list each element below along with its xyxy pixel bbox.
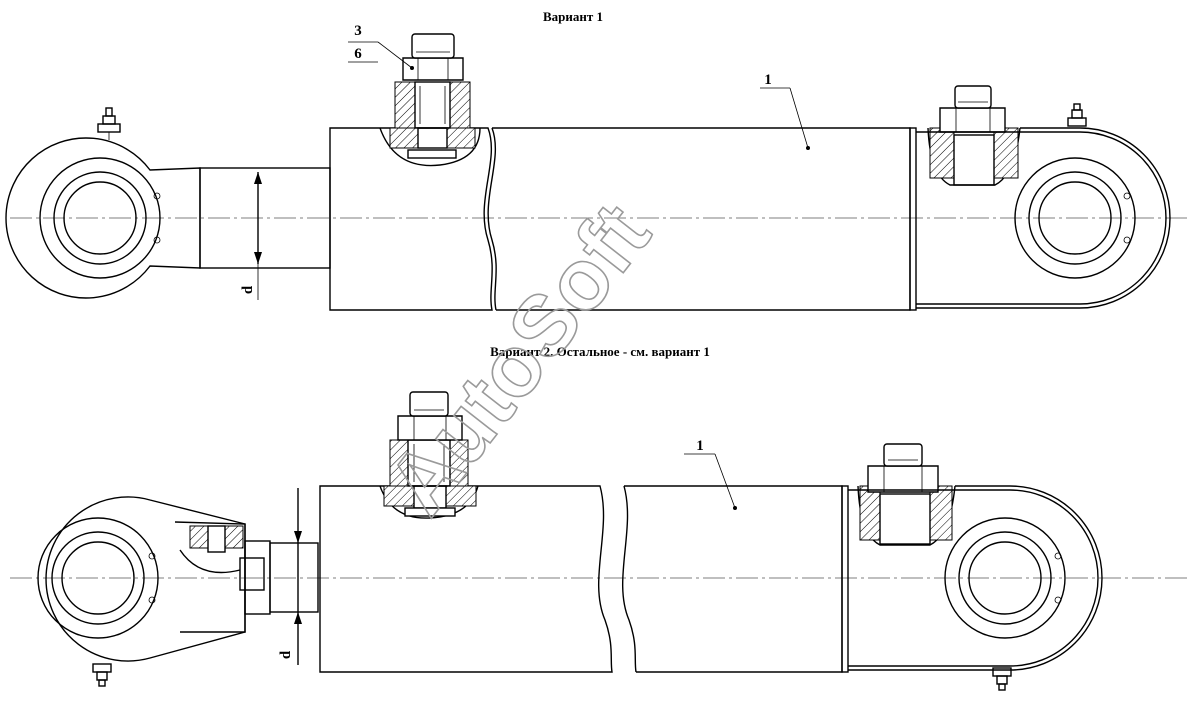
v1-right-eye bbox=[916, 103, 1171, 309]
v2-left-port bbox=[379, 391, 479, 519]
watermark-logo: AutoSoft bbox=[369, 187, 668, 532]
variant1-title: Вариант 1 bbox=[543, 9, 603, 24]
v1-leader-3: 3 bbox=[354, 23, 362, 39]
v2-right-port bbox=[857, 443, 956, 546]
v2-dimension-d: d bbox=[278, 650, 294, 659]
v1-right-port bbox=[927, 85, 1021, 186]
v1-dimension-d: d bbox=[240, 285, 256, 294]
v1-cylinder-label: 1 bbox=[764, 72, 772, 88]
v1-leader-6: 6 bbox=[354, 46, 362, 62]
v2-rod: d bbox=[244, 488, 319, 665]
v1-left-port: 3 6 bbox=[348, 23, 481, 167]
variant2-title: Вариант 2. Остальное - см. вариант 1 bbox=[490, 344, 710, 359]
v1-left-eye bbox=[5, 107, 201, 299]
v2-right-eye bbox=[848, 485, 1103, 691]
variant1-drawing: d 1 bbox=[5, 23, 1190, 311]
v1-rod: d bbox=[199, 167, 331, 300]
variant2-drawing: d 1 bbox=[10, 391, 1190, 691]
v2-cylinder-label: 1 bbox=[696, 438, 704, 454]
v2-cylinder: 1 bbox=[319, 438, 849, 673]
v2-left-eye bbox=[37, 496, 265, 687]
v1-cylinder: 1 bbox=[329, 72, 917, 311]
